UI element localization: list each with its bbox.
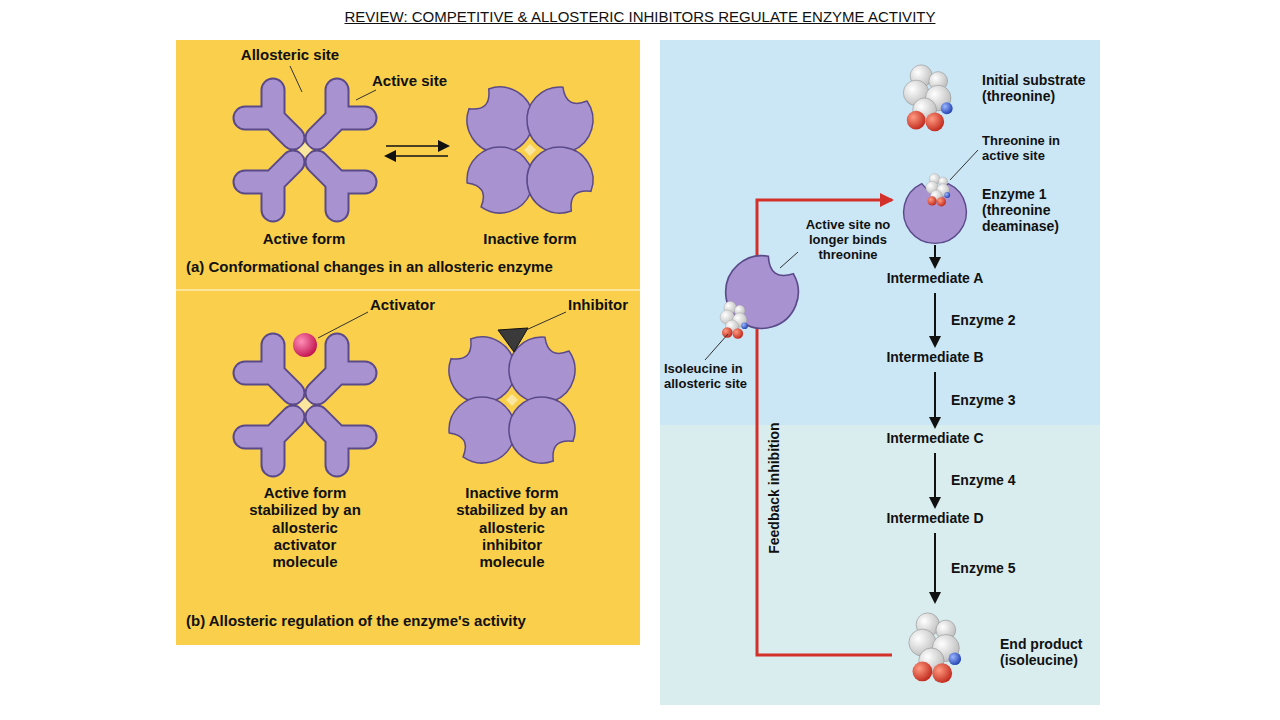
connector	[386, 146, 448, 156]
inhibited-enzyme	[711, 244, 810, 342]
page-title: REVIEW: COMPETITIVE & ALLOSTERIC INHIBIT…	[190, 8, 1090, 25]
connector	[935, 293, 936, 346]
inactive-enzyme	[438, 326, 587, 475]
edge-label: Enzyme 3	[951, 392, 1016, 408]
part-label: Allosteric site	[225, 46, 355, 63]
equilibrium-arrow	[386, 155, 448, 157]
intermediate: Intermediate D	[860, 510, 1012, 530]
edge-label: Feedback inhibition	[765, 422, 781, 553]
intermediate-label: Intermediate D	[860, 510, 1010, 526]
active-enzyme	[245, 90, 365, 210]
enzyme-form: Inactive form stabilized by an allosteri…	[412, 325, 612, 575]
pathway-arrow	[934, 372, 936, 427]
connector	[935, 453, 936, 507]
callout-label: Active site no longer binds threonine	[798, 218, 898, 263]
threonine-molecule	[926, 174, 950, 207]
form-label: Inactive form	[452, 230, 608, 247]
edge-label: Enzyme 4	[951, 472, 1016, 488]
feedback-arrow	[757, 200, 892, 655]
molecule-label: End product (isoleucine)	[1000, 636, 1098, 668]
enzyme-box: Enzyme 1 (threonine deaminase)	[895, 168, 1100, 242]
enzyme-form: Active form	[228, 92, 382, 252]
part-label: Activator	[370, 296, 460, 313]
molecule-label: Initial substrate (threonine)	[982, 72, 1102, 104]
intermediate-label: Intermediate C	[860, 430, 1010, 446]
panel: (b) Allosteric regulation of the enzyme'…	[176, 290, 640, 645]
pathway-arrow	[934, 453, 936, 507]
panel-caption: (a) Conformational changes in an alloste…	[186, 258, 636, 275]
inhibited-enzyme: Active site no longer binds threonineIso…	[662, 216, 900, 416]
form-label: Inactive form stabilized by an allosteri…	[449, 484, 575, 570]
substrate: Initial substrate (threonine)	[890, 45, 1104, 140]
threonine-molecule	[903, 65, 952, 131]
end-product: End product (isoleucine)	[895, 605, 1100, 700]
pathway-arrow	[934, 293, 936, 346]
pathway-arrow	[934, 533, 936, 602]
yellow-panel	[176, 40, 640, 645]
intermediate-label: Intermediate A	[860, 270, 1010, 286]
edge-label: Enzyme 2	[951, 312, 1016, 328]
edge-label: Enzyme 5	[951, 560, 1016, 576]
connector	[935, 245, 936, 267]
form-label: Active form stabilized by an allosteric …	[242, 484, 368, 570]
leader-lines	[290, 66, 978, 360]
activator-molecule	[293, 333, 317, 357]
connector	[757, 200, 892, 655]
enzyme-form: Inactive form	[452, 92, 610, 252]
inactive-enzyme	[456, 76, 605, 225]
callout-label: Isoleucine in allosteric site	[664, 362, 750, 392]
part-label: Active site	[372, 72, 472, 89]
panel-divider	[176, 289, 640, 291]
inhibitor-molecule	[498, 328, 528, 352]
pathway-arrow	[934, 245, 936, 267]
part-label: Threonine in active site	[982, 134, 1082, 164]
pathway-panel	[660, 40, 1100, 705]
intermediate: Intermediate B	[860, 349, 1012, 369]
enzyme-label: Enzyme 1 (threonine deaminase)	[982, 186, 1097, 234]
connector	[935, 372, 936, 427]
equilibrium-arrow	[386, 145, 448, 147]
isoleucine-molecule	[720, 301, 748, 338]
panel-caption: (b) Allosteric regulation of the enzyme'…	[186, 612, 636, 629]
isoleucine-molecule	[909, 613, 961, 683]
intermediate: Intermediate C	[860, 430, 1012, 450]
part-label: Inhibitor	[568, 296, 658, 313]
form-label: Active form	[228, 230, 380, 247]
active-enzyme	[245, 345, 365, 465]
enzyme-form: Active form stabilized by an allosteric …	[205, 325, 405, 575]
intermediate-label: Intermediate B	[860, 349, 1010, 365]
intermediate: Intermediate A	[860, 270, 1012, 290]
connector	[935, 533, 936, 602]
